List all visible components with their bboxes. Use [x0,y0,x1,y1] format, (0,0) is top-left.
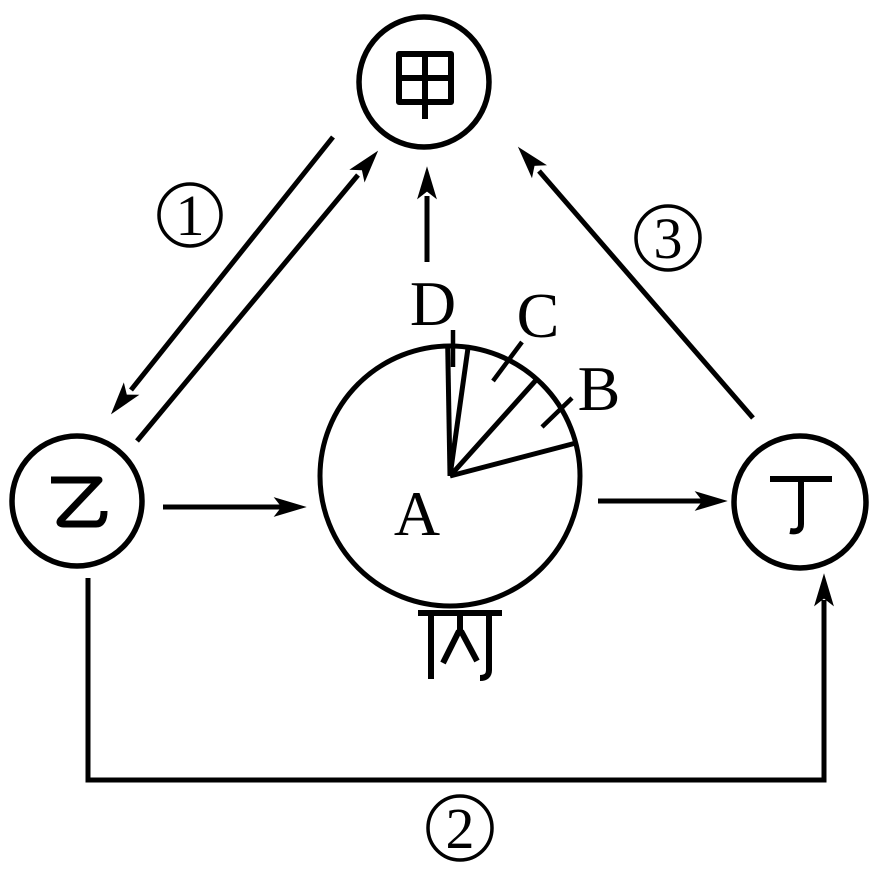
node-jia: 甲 [356,14,492,150]
pie-tick-c [491,340,524,383]
node-jia-circle [356,14,492,150]
edge-label-1-circle [157,182,223,248]
arrow-yi-to-jia-line [135,173,360,443]
pie-sector-boundaries [445,345,577,479]
ding-character-glyph [770,476,832,535]
pie-boundary-d-c [447,347,471,477]
pie-tick-b [540,396,574,429]
pie-boundary-a-d [445,345,453,477]
arrow-jia-to-yi-line [129,135,335,392]
edge-label-3: 3 [634,204,702,272]
arrowhead-down-icon [110,382,140,415]
edge-label-3-circle [634,204,702,272]
arrow-bing-to-jia [417,166,437,262]
arrow-ding-to-jia [517,146,755,420]
arrowhead-up-icon [814,573,834,607]
pie-section-c-label: C [517,280,560,351]
arrow-bing-to-ding [598,491,728,511]
pie-section-a-label: A [394,478,440,549]
arrow-jia-to-yi [110,135,335,415]
node-yi: 乙 [9,433,145,569]
node-yi-circle [9,433,145,569]
pie-boundary-c-b [448,377,539,478]
edge-label-1: 1 [157,182,223,248]
pie-section-b-label: B [578,353,621,424]
bing-character-glyph [418,610,502,681]
arrowhead-right-icon [273,497,307,517]
edge-label-2-circle [426,794,494,862]
jia-character-glyph [396,51,454,119]
arrow-ding-to-jia-line [537,169,755,420]
node-ding-circle [731,433,869,571]
edge-label-2-text: 2 [446,796,475,861]
arrowhead-up-icon [417,166,437,200]
pie-ticks [450,330,574,429]
arrowhead-up-left-icon [517,146,547,179]
pie-section-d-label: D [410,268,456,339]
arrow-yi-to-ding [85,573,834,783]
arrowhead-right-icon [694,491,728,511]
arrowhead-up-icon [349,150,379,183]
arrow-yi-to-ding-path [85,578,827,783]
edge-label-3-text: 3 [654,206,683,271]
edge-label-1-text: 1 [176,183,205,248]
node-ding: 丁 [731,433,869,571]
pie-boundary-b-a [449,440,577,479]
edge-label-2: 2 [426,794,494,862]
arrow-yi-to-bing [163,497,307,517]
arrow-yi-to-jia [135,150,379,443]
yi-character-glyph [51,476,108,528]
pie-node-bing: A B C D 丙 [317,268,621,681]
